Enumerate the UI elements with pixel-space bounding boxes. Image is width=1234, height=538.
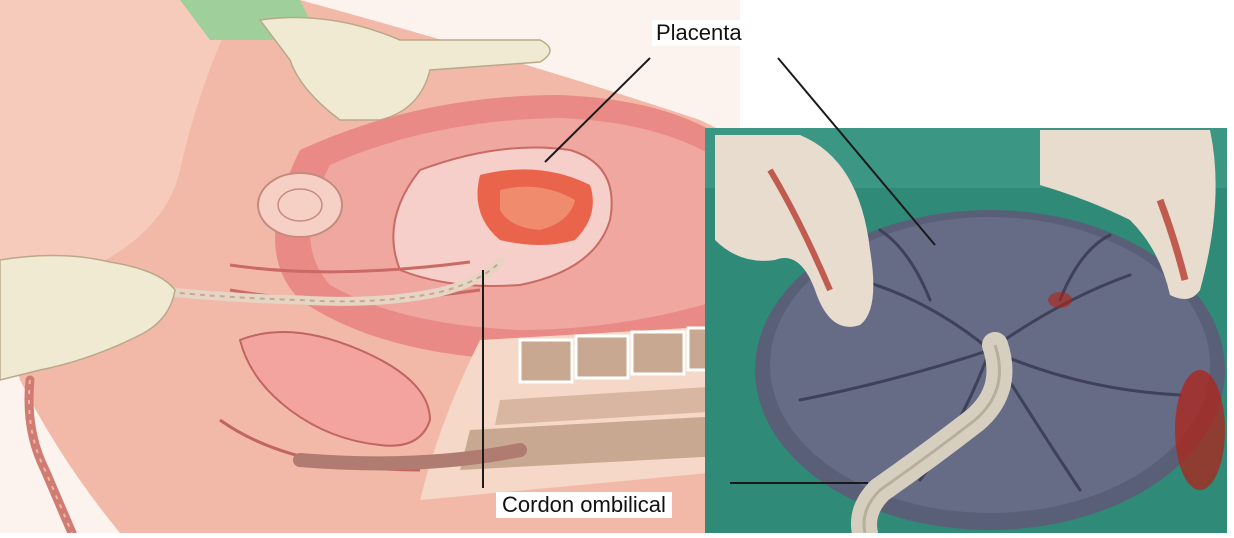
- placenta-label: Placenta: [652, 20, 746, 46]
- umbilical-cord-label: Cordon ombilical: [496, 492, 672, 518]
- placenta-photograph: [705, 128, 1227, 533]
